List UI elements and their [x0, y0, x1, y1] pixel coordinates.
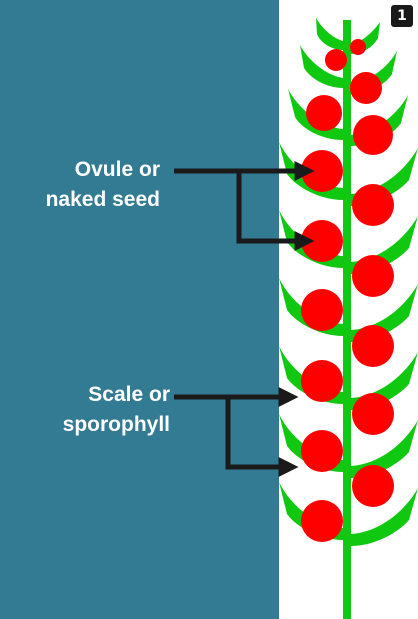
seeds-right: [350, 39, 394, 507]
ovule-label-line-1: Ovule or: [20, 155, 160, 185]
scale-label-line-1: Scale or: [20, 380, 170, 410]
seed: [352, 465, 394, 507]
cone-structure: [279, 18, 418, 619]
ovule-label-line-2: naked seed: [20, 185, 160, 215]
scale-label-line-2: sporophyll: [20, 410, 170, 440]
arrow-line: [228, 397, 280, 467]
seed: [301, 360, 343, 402]
seed: [301, 430, 343, 472]
seed: [350, 72, 382, 104]
seed: [301, 220, 343, 262]
scale-pointer: [174, 397, 280, 467]
ovule-pointer: [174, 171, 296, 241]
seed: [350, 39, 366, 55]
seed: [352, 184, 394, 226]
seed: [352, 393, 394, 435]
scale-label: Scale or sporophyll: [20, 380, 170, 440]
seed: [301, 150, 343, 192]
seed: [352, 325, 394, 367]
seed: [306, 95, 342, 131]
seed: [301, 500, 343, 542]
cone-axis: [343, 20, 351, 619]
seed: [353, 115, 393, 155]
seed: [325, 49, 347, 71]
ovule-label: Ovule or naked seed: [20, 155, 160, 215]
seed: [352, 255, 394, 297]
seed: [301, 289, 343, 331]
figure-number-badge: 1: [391, 5, 413, 27]
scale-left: [316, 18, 343, 50]
